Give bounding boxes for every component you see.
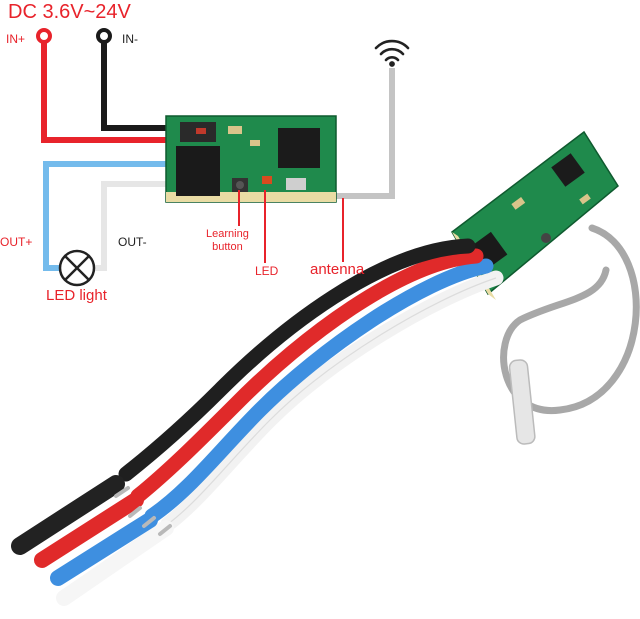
label-learning-button: Learning button [206, 228, 249, 253]
terminal-ring-icon [36, 28, 52, 44]
wifi-signal-icon [374, 39, 410, 67]
label-in-minus: IN- [122, 32, 138, 46]
lamp-icon [58, 249, 96, 287]
wire-out-minus [94, 181, 168, 271]
label-led: LED [255, 264, 279, 278]
wire-in-minus [101, 38, 168, 131]
cable-red [34, 248, 484, 568]
label-out-minus: OUT- [118, 235, 147, 249]
tinned-wire-ends [114, 486, 172, 536]
label-out-plus: OUT+ [0, 235, 33, 249]
cable-white [56, 270, 504, 606]
label-in-plus: IN+ [6, 32, 26, 46]
wire-in-plus [41, 38, 168, 143]
supply-voltage-title: DC 3.6V~24V [8, 1, 131, 23]
antenna-tip [508, 359, 536, 445]
terminal-ring-icon [96, 28, 112, 44]
cable-blue [50, 258, 494, 586]
label-led-light: LED light [46, 287, 107, 304]
receiver-pcb-top [165, 115, 337, 203]
label-antenna: antenna [310, 261, 365, 278]
antenna-wire-schematic [332, 68, 395, 199]
cable-black [11, 238, 476, 555]
wire-out-plus [43, 161, 168, 271]
